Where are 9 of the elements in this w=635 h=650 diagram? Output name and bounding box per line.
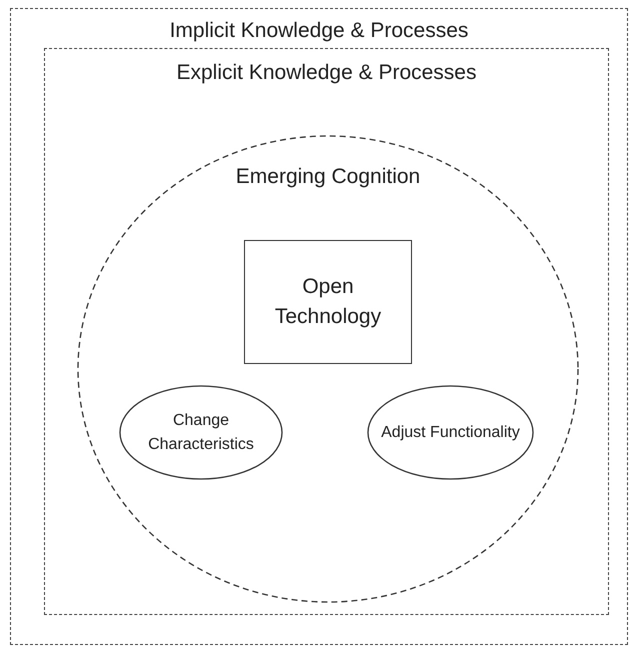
process-box (244, 240, 412, 364)
node-label: Change Characteristics (147, 411, 255, 454)
node-label: Open Technology (274, 274, 382, 330)
group-title: Explicit Knowledge & Processes (176, 61, 476, 84)
group-title: Implicit Knowledge & Processes (170, 19, 468, 42)
dashed-frame (44, 48, 609, 615)
dashed-frame (10, 8, 628, 645)
node-label: Adjust Functionality (381, 422, 520, 443)
group-title: Emerging Cognition (236, 165, 420, 188)
